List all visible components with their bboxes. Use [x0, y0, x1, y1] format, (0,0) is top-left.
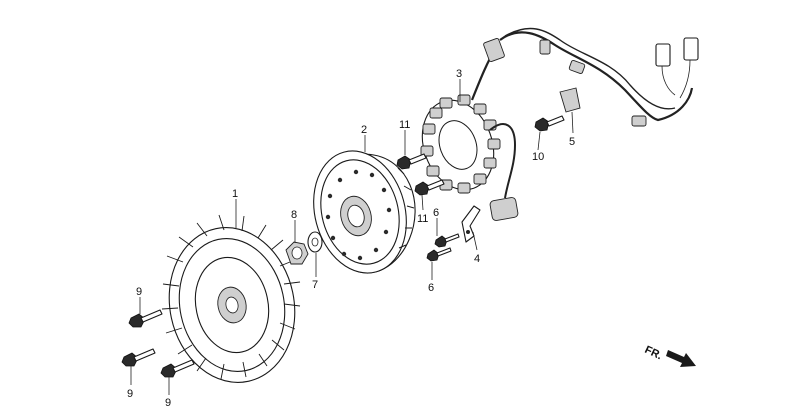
wire-harness-part [470, 27, 699, 221]
stator-part [420, 94, 501, 194]
callout-8: 8 [291, 209, 297, 221]
callout-2: 2 [361, 124, 367, 136]
callout-4: 4 [474, 253, 480, 265]
front-arrow-icon [666, 350, 696, 367]
fan-bolt-part [121, 348, 156, 367]
callout-11-upper: 11 [399, 119, 410, 131]
callout-5: 5 [569, 136, 575, 148]
stator-bolt-part [414, 179, 445, 196]
pulser-bracket-part [461, 205, 481, 243]
cooling-fan-part [161, 214, 301, 383]
fan-bolt-part [128, 309, 163, 328]
stator-bolt-part [396, 153, 427, 170]
bracket-bolt-part [426, 247, 452, 262]
harness-clamp-part [559, 87, 581, 113]
leader-lines [130, 79, 574, 395]
callout-6-upper: 6 [433, 207, 439, 219]
front-direction-label: FR. [643, 344, 664, 362]
flywheel-nut-part [285, 241, 309, 265]
flywheel-part [313, 150, 416, 274]
callout-9-bottom: 9 [165, 397, 171, 409]
clamp-bolt-part [534, 115, 565, 132]
front-direction-marker: FR. [643, 344, 696, 367]
callout-6-lower: 6 [428, 282, 434, 294]
callout-7: 7 [312, 279, 318, 291]
washer-part [307, 231, 323, 253]
fan-bolt-part [160, 359, 195, 378]
callout-3: 3 [456, 68, 462, 80]
callout-1: 1 [232, 188, 238, 200]
callout-10: 10 [532, 151, 544, 163]
callout-11-lower: 11 [417, 213, 428, 225]
callout-9-left: 9 [127, 388, 133, 400]
callout-9-top: 9 [136, 286, 142, 298]
bracket-bolt-part [434, 233, 460, 248]
